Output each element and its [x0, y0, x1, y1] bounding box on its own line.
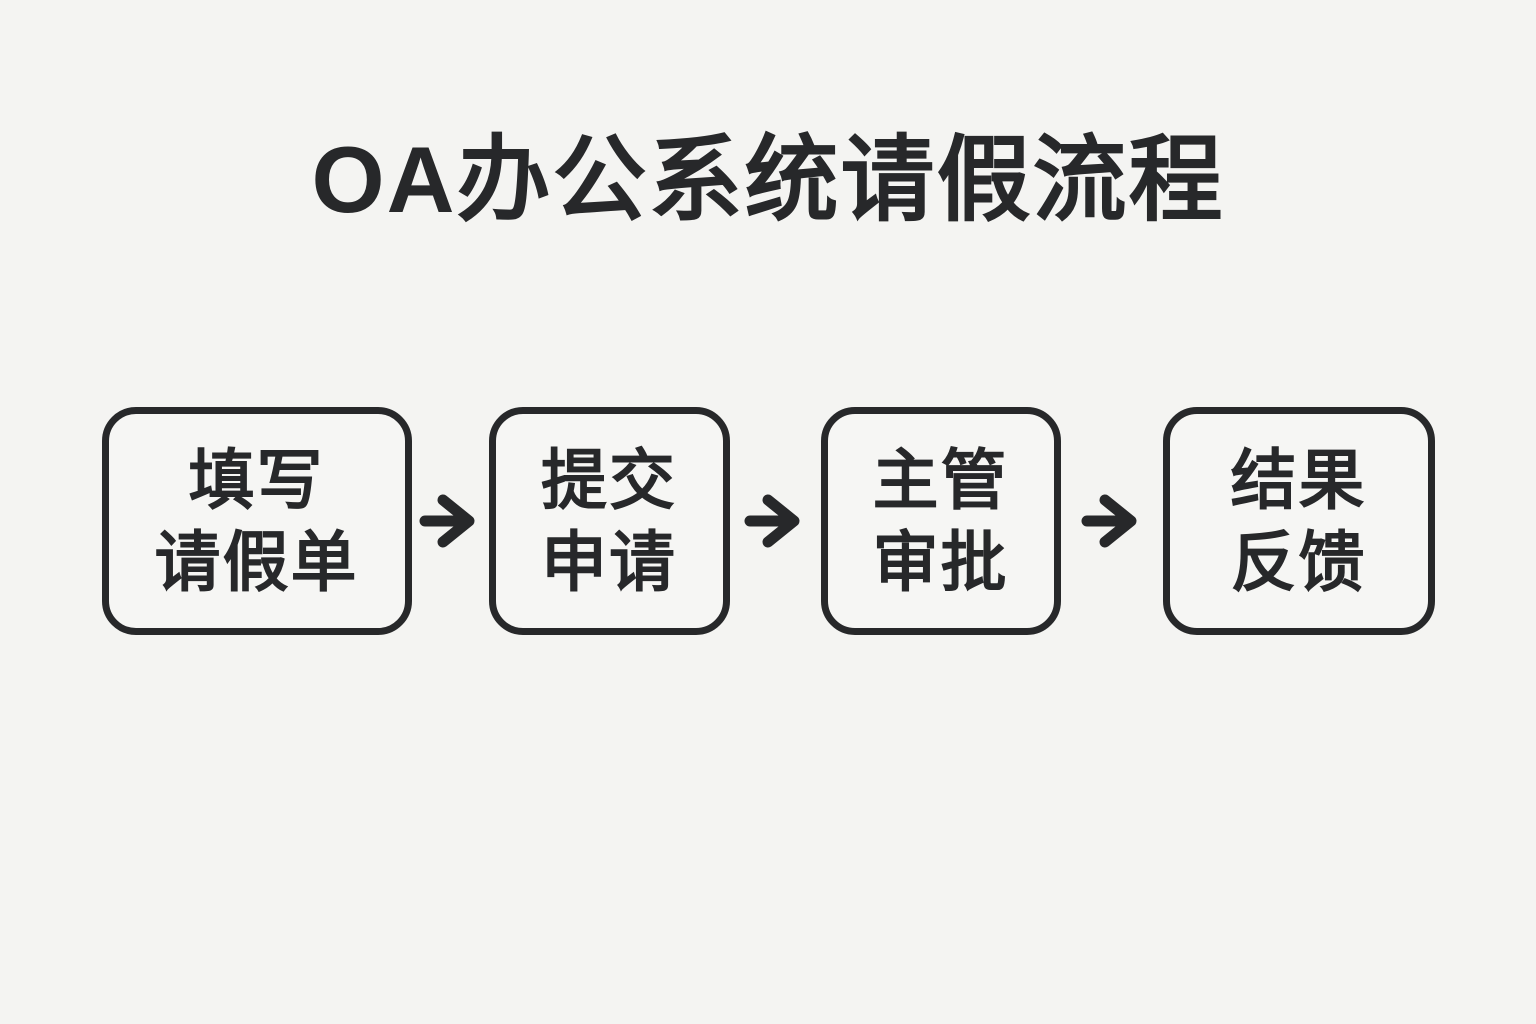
step-label-line: 申请 [541, 525, 677, 599]
step-label-line: 结果 [1230, 442, 1367, 517]
step-label-line: 请假单 [154, 525, 359, 599]
flow-step-submit-application: 提交 申请 [488, 407, 730, 635]
step-label-line: 反馈 [1230, 525, 1367, 599]
arrow-right-icon [412, 407, 489, 635]
flow-row: 填写 请假单 提交 申请 主管 审批 结果 反 [0, 407, 1536, 635]
arrow-right-icon [730, 407, 821, 635]
flow-step-result-feedback: 结果 反馈 [1162, 407, 1435, 635]
flow-step-fill-leave-form: 填写 请假单 [101, 407, 412, 635]
step-label-line: 主管 [872, 442, 1009, 517]
step-label-line: 填写 [188, 442, 325, 517]
page-title: OA办公系统请假流程 [311, 127, 1225, 232]
step-label-line: 提交 [541, 442, 677, 517]
step-label-line: 审批 [872, 525, 1009, 599]
arrow-right-icon [1061, 407, 1163, 635]
flow-step-supervisor-approval: 主管 审批 [820, 407, 1061, 635]
